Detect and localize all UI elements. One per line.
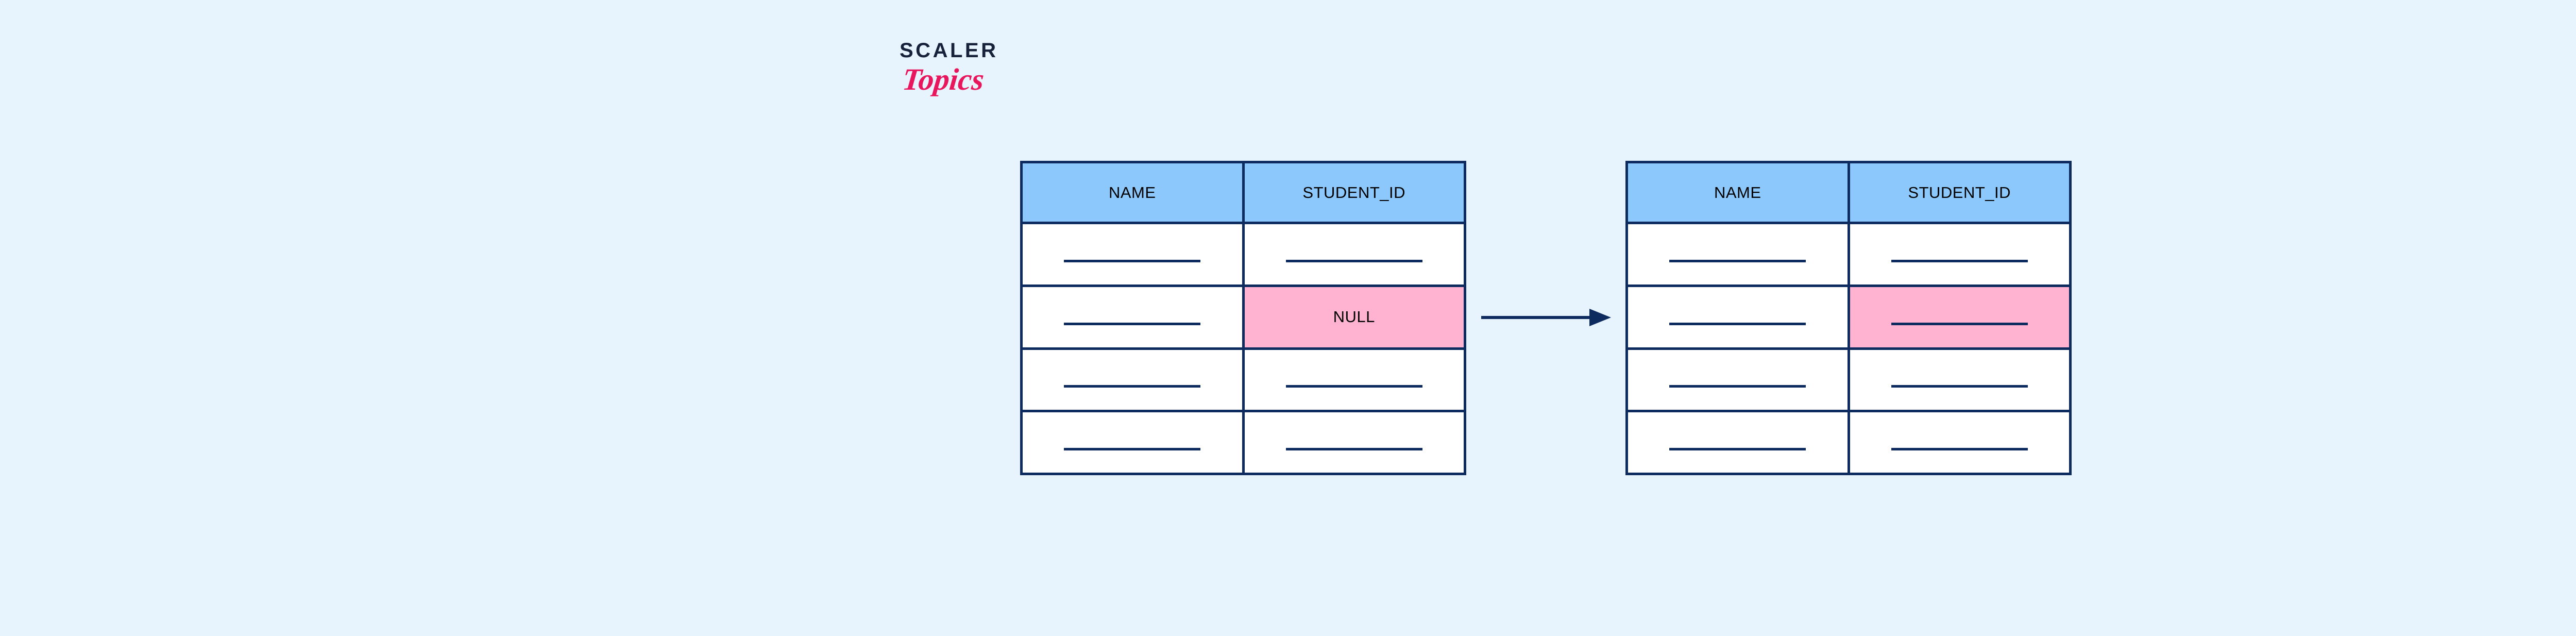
table-row (1628, 349, 2070, 413)
value-placeholder-line (1669, 385, 1806, 388)
table-row: NULL (1023, 287, 1464, 350)
value-placeholder-line (1891, 385, 2028, 388)
table-row (1628, 412, 2069, 473)
arrow-right-icon (1481, 309, 1611, 326)
column-header-student-id: STUDENT_ID (1244, 163, 1464, 222)
column-header-student-id: STUDENT_ID (1850, 163, 2069, 222)
cell-student-id-null: NULL (1244, 287, 1464, 347)
value-placeholder-line (1891, 322, 2028, 325)
logo-wordmark-topics: Topics (901, 62, 986, 96)
cell-name (1023, 412, 1245, 473)
value-placeholder-line (1891, 259, 2028, 262)
cell-student-id-filled (1850, 287, 2069, 347)
student-table-before: NAME STUDENT_ID NULL (1020, 161, 1466, 475)
table-row (1023, 412, 1464, 473)
cell-name (1023, 349, 1245, 410)
cell-student-id (1245, 412, 1464, 473)
cell-name (1628, 349, 1850, 410)
cell-student-id (1245, 224, 1464, 284)
cell-name (1628, 224, 1850, 284)
value-placeholder-line (1064, 322, 1201, 325)
cell-name (1628, 412, 1850, 473)
value-placeholder-line (1064, 448, 1201, 451)
column-header-name: NAME (1023, 163, 1245, 222)
value-placeholder-line (1285, 259, 1422, 262)
value-placeholder-line (1891, 448, 2028, 451)
value-placeholder-line (1064, 385, 1201, 388)
value-placeholder-line (1669, 259, 1806, 262)
scaler-topics-logo: SCALER Topics (900, 40, 1033, 112)
value-placeholder-line (1285, 385, 1422, 388)
logo-wordmark-scaler: SCALER (900, 39, 998, 62)
table-row (1628, 287, 2069, 350)
cell-student-id (1850, 350, 2070, 410)
cell-name (1628, 287, 1850, 347)
value-placeholder-line (1285, 448, 1422, 451)
cell-name (1023, 287, 1245, 347)
cell-student-id (1245, 350, 1464, 410)
cell-student-id (1850, 412, 2070, 473)
cell-student-id (1850, 224, 2070, 284)
student-table-after: NAME STUDENT_ID (1625, 161, 2072, 475)
column-header-name: NAME (1628, 163, 1850, 222)
value-placeholder-line (1669, 448, 1806, 451)
table-row (1023, 349, 1464, 413)
table-header-row: NAME STUDENT_ID (1628, 163, 2069, 224)
table-row (1628, 224, 2069, 287)
value-placeholder-line (1064, 259, 1201, 262)
table-row (1023, 224, 1464, 287)
cell-name (1023, 224, 1245, 284)
null-label: NULL (1333, 308, 1375, 326)
table-header-row: NAME STUDENT_ID (1023, 163, 1464, 224)
value-placeholder-line (1669, 322, 1806, 325)
